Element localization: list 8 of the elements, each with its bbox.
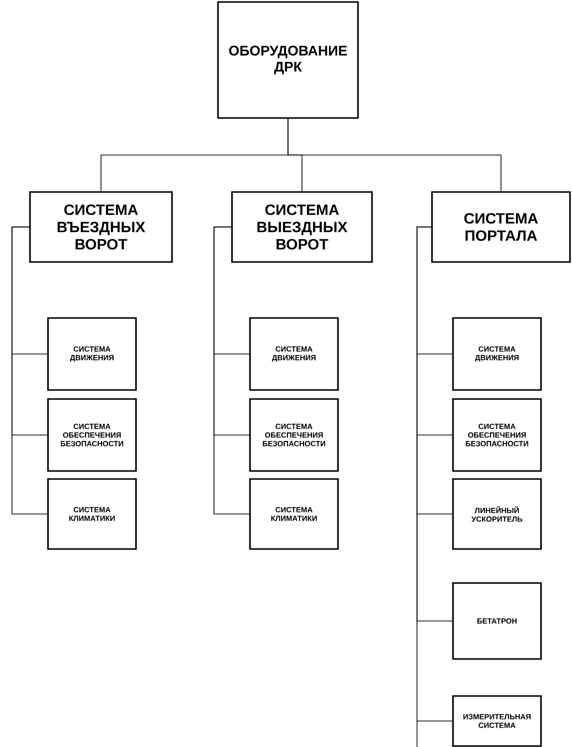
connector-line	[416, 226, 453, 722]
root-box: ОБОРУДОВАНИЕ ДРК	[217, 1, 359, 119]
system-box: СИСТЕМА ПОРТАЛА	[431, 191, 571, 263]
connector-line	[214, 226, 250, 514]
connector-line	[12, 226, 48, 514]
system-box: СИСТЕМА ВЫЕЗДНЫХ ВОРОТ	[231, 191, 373, 263]
system-box: СИСТЕМА ВЪЕЗДНЫХ ВОРОТ	[29, 191, 173, 263]
connector-line	[288, 118, 502, 192]
